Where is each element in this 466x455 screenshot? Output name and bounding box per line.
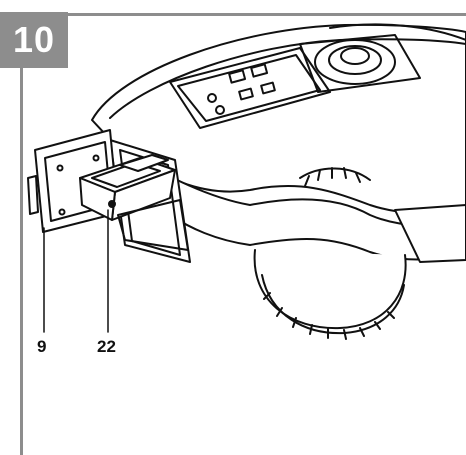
callout-door: 9	[37, 337, 47, 356]
callout-battery: 22	[97, 337, 116, 356]
figure-number-badge: 10	[0, 12, 68, 68]
frame-left-rule	[20, 13, 23, 455]
frame-top-rule	[20, 13, 466, 16]
